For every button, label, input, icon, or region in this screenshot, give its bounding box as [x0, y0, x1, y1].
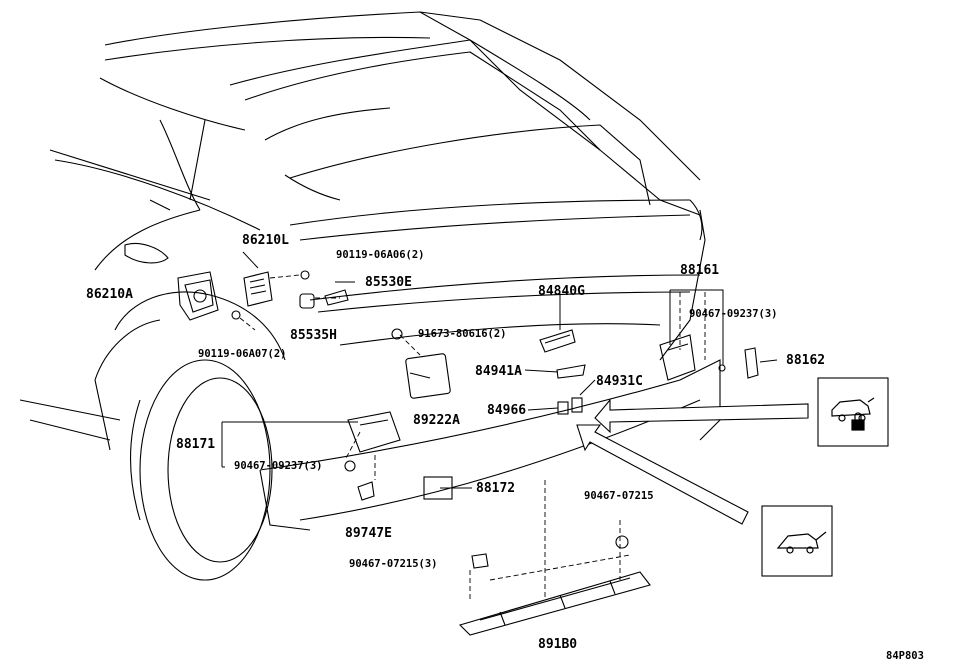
- part-85530E-85535H: [299, 289, 349, 309]
- part-89222A-module: [405, 353, 451, 399]
- part-86210A-speaker: [177, 271, 219, 321]
- part-clip-90467-left: [344, 460, 356, 472]
- part-88161-bracket: [659, 334, 696, 381]
- label-88172: 88172: [476, 481, 516, 496]
- label-90119-06A07: 90119-06A07(2): [198, 348, 287, 360]
- door-handle: [124, 242, 169, 264]
- label-86210A: 86210A: [86, 287, 133, 302]
- part-clip-90467-07215-3: [471, 553, 489, 569]
- label-88171: 88171: [176, 437, 216, 452]
- part-clip-90467-07215: [615, 535, 629, 549]
- part-84931C: [571, 397, 583, 413]
- part-bolt-a: [300, 270, 310, 280]
- part-86210L-bracket: [243, 271, 273, 307]
- car-tailgate-icon: [776, 531, 827, 554]
- label-90467-09237-left: 90467-09237(3): [234, 460, 323, 472]
- label-88161: 88161: [680, 263, 720, 278]
- rear-glass: [289, 124, 651, 206]
- part-89747E: [357, 481, 375, 501]
- label-90467-09237-top: 90467-09237(3): [689, 308, 778, 320]
- diagram-id: 84P803: [886, 650, 924, 662]
- label-90467-07215: 90467-07215: [584, 490, 654, 502]
- tailgate-lower-edge: [309, 274, 701, 301]
- label-85535H: 85535H: [290, 328, 337, 343]
- label-86210L: 86210L: [242, 233, 289, 248]
- part-88162: [744, 347, 759, 379]
- bumper-corner: [259, 469, 311, 531]
- rear-window-frame: [244, 51, 601, 151]
- label-88162: 88162: [786, 353, 826, 368]
- part-84840G-switch: [539, 329, 576, 353]
- car-unlock-icon: [831, 397, 875, 431]
- car-unlock-icon-box: [817, 377, 889, 447]
- part-screw-90467-top: [718, 364, 726, 372]
- label-85530E: 85530E: [365, 275, 412, 290]
- arrow-to-unlock-icon: [594, 398, 809, 434]
- roof-line: [104, 11, 471, 46]
- c-pillar: [159, 119, 201, 211]
- label-84931C: 84931C: [596, 374, 643, 389]
- wheel-arch: [114, 291, 286, 361]
- arrow-to-tailgate-icon: [576, 424, 749, 525]
- label-891B0: 891B0: [538, 637, 578, 652]
- label-90467-07215-3: 90467-07215(3): [349, 558, 438, 570]
- bumper-upper: [339, 323, 661, 346]
- label-84941A: 84941A: [475, 364, 522, 379]
- label-91673-80616: 91673-80616(2): [418, 328, 507, 340]
- label-84840G: 84840G: [538, 284, 585, 299]
- side-window-line: [54, 159, 261, 231]
- label-90119-06A06: 90119-06A06(2): [336, 249, 425, 261]
- part-clip-91673: [391, 328, 403, 340]
- car-tailgate-icon-box: [761, 505, 833, 577]
- label-84966: 84966: [487, 403, 527, 418]
- rear-wheel: [139, 359, 271, 581]
- part-891B0-sensor-strip: [458, 571, 651, 636]
- part-88171-actuator: [347, 411, 401, 453]
- part-bolt-b: [231, 310, 241, 320]
- part-84941A: [556, 364, 586, 379]
- label-89747E: 89747E: [345, 526, 392, 541]
- label-89222A: 89222A: [413, 413, 460, 428]
